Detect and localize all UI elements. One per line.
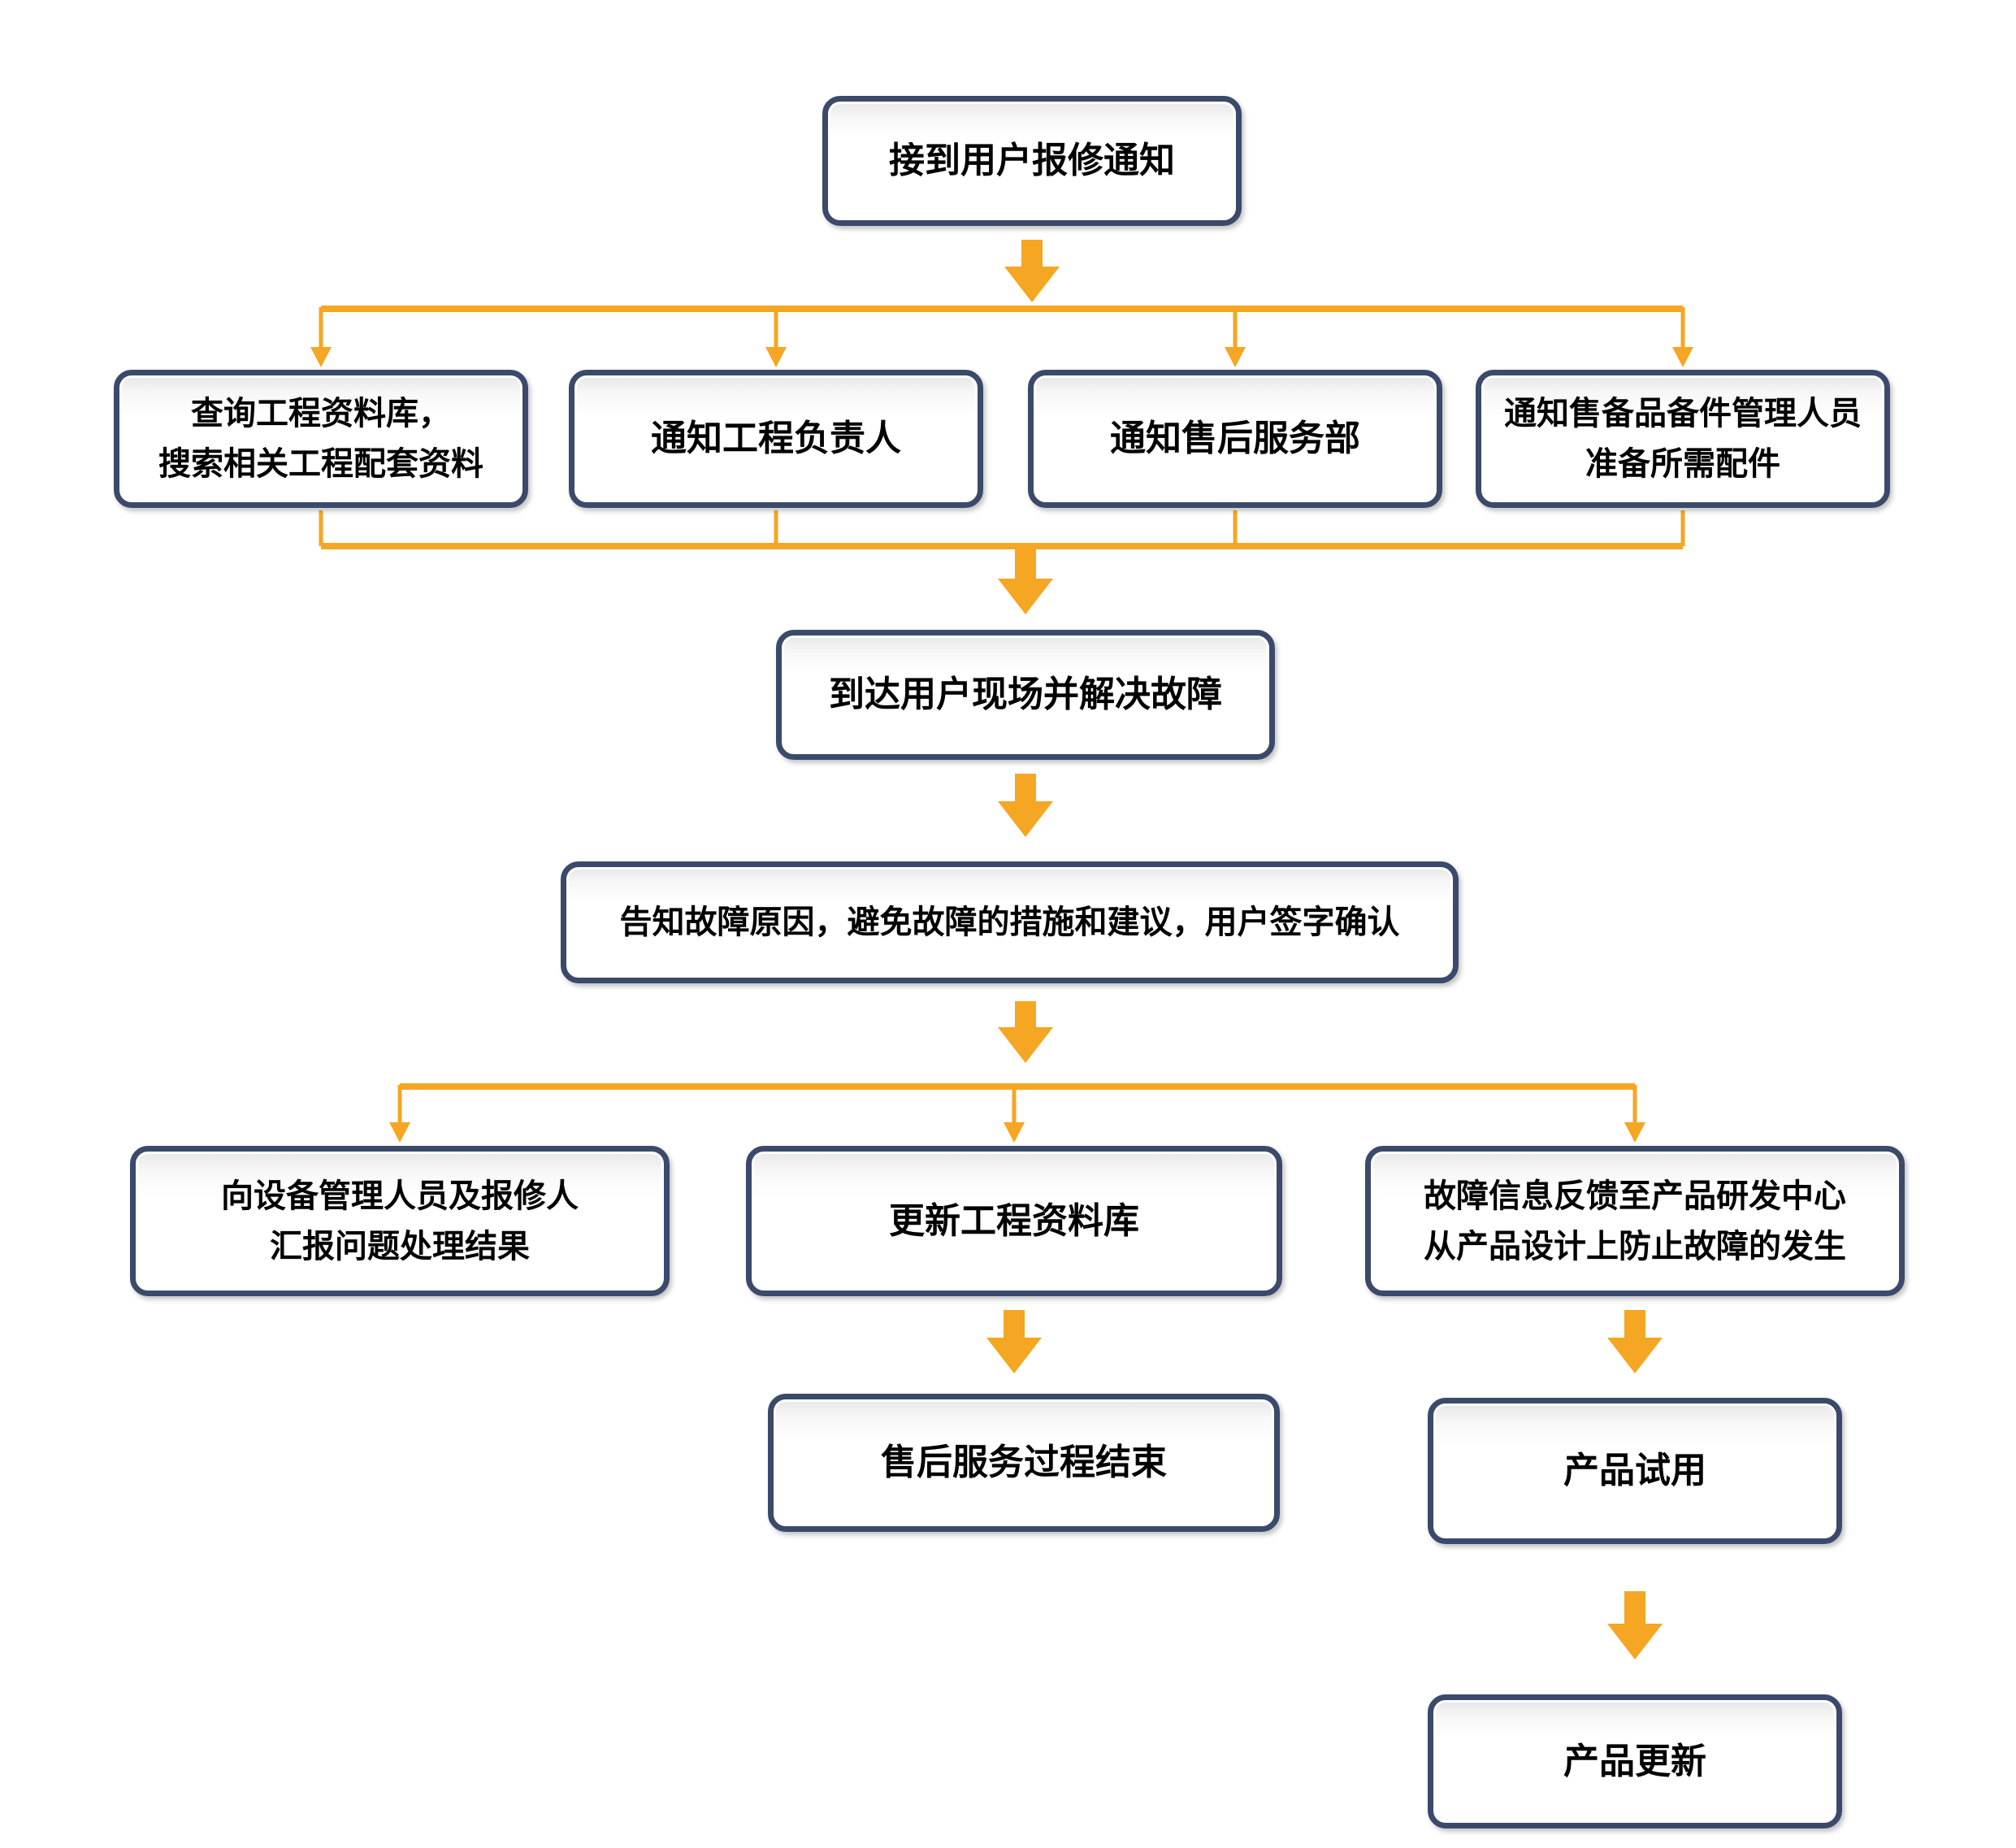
node-product-trial: 产品试用 bbox=[1428, 1398, 1842, 1544]
arrow-to-notify-spareparts bbox=[1672, 307, 1693, 367]
merge-stubs bbox=[319, 510, 1685, 546]
node-label-line1: 查询工程资料库， bbox=[191, 396, 451, 432]
node-label: 告知故障原因，避免故障的措施和建议，用户签字确认 bbox=[619, 904, 1400, 940]
node-label-line1: 故障信息反馈至产品研发中心 bbox=[1424, 1178, 1846, 1214]
arrow-to-update-archive bbox=[1004, 1085, 1025, 1143]
node-label: 产品试用 bbox=[1563, 1451, 1706, 1490]
node-label: 通知售后服务部 bbox=[1110, 419, 1360, 458]
node-product-update: 产品更新 bbox=[1428, 1694, 1842, 1828]
node-label-line1: 通知售备品备件管理人员 bbox=[1504, 396, 1862, 432]
node-notify-engineer: 通知工程负责人 bbox=[569, 370, 983, 508]
node-label: 到达用户现场并解决故障 bbox=[829, 675, 1222, 714]
node-service-end: 售后服务过程结束 bbox=[768, 1394, 1280, 1532]
arrow-to-notify-aftersales bbox=[1225, 307, 1246, 367]
node-notify-spareparts: 通知售备品备件管理人员 准备所需配件 bbox=[1476, 370, 1890, 508]
node-label-line2: 准备所需配件 bbox=[1585, 446, 1780, 482]
node-query-archive: 查询工程资料库， 搜索相关工程配套资料 bbox=[114, 370, 528, 508]
arrow-to-notify-engineer bbox=[765, 307, 787, 367]
arrow-to-feedback-rd bbox=[1624, 1085, 1645, 1143]
node-feedback-rd: 故障信息反馈至产品研发中心 从产品设计上防止故障的发生 bbox=[1365, 1146, 1905, 1296]
node-label-line2: 从产品设计上防止故障的发生 bbox=[1424, 1228, 1846, 1265]
node-label: 通知工程负责人 bbox=[651, 419, 901, 458]
node-report-result: 向设备管理人员及报修人 汇报问题处理结果 bbox=[130, 1146, 670, 1296]
node-label-line2: 搜索相关工程配套资料 bbox=[158, 446, 483, 482]
node-receive-notice: 接到用户报修通知 bbox=[822, 96, 1242, 226]
node-label: 更新工程资料库 bbox=[889, 1200, 1139, 1241]
arrow-arrive-to-inform bbox=[998, 774, 1053, 837]
arrow-to-report-result bbox=[389, 1085, 410, 1143]
arrow-top-to-split bbox=[1004, 240, 1060, 302]
node-label: 售后服务过程结束 bbox=[881, 1442, 1167, 1482]
node-notify-aftersales: 通知售后服务部 bbox=[1028, 370, 1442, 508]
arrow-to-query-archive bbox=[310, 307, 332, 367]
arrow-update-to-end bbox=[986, 1310, 1042, 1373]
arrow-inform-to-split bbox=[998, 1001, 1053, 1063]
node-label: 接到用户报修通知 bbox=[889, 141, 1175, 180]
node-arrive-resolve: 到达用户现场并解决故障 bbox=[776, 630, 1275, 760]
node-inform-confirm: 告知故障原因，避免故障的措施和建议，用户签字确认 bbox=[561, 861, 1459, 983]
node-update-archive: 更新工程资料库 bbox=[746, 1146, 1282, 1296]
arrow-trial-to-update bbox=[1607, 1591, 1663, 1659]
node-label-line1: 向设备管理人员及报修人 bbox=[221, 1178, 579, 1214]
arrow-merge-to-arrive bbox=[998, 543, 1053, 614]
node-label: 产品更新 bbox=[1563, 1741, 1706, 1781]
arrow-feedback-to-trial bbox=[1607, 1310, 1663, 1373]
node-label-line2: 汇报问题处理结果 bbox=[270, 1228, 530, 1265]
